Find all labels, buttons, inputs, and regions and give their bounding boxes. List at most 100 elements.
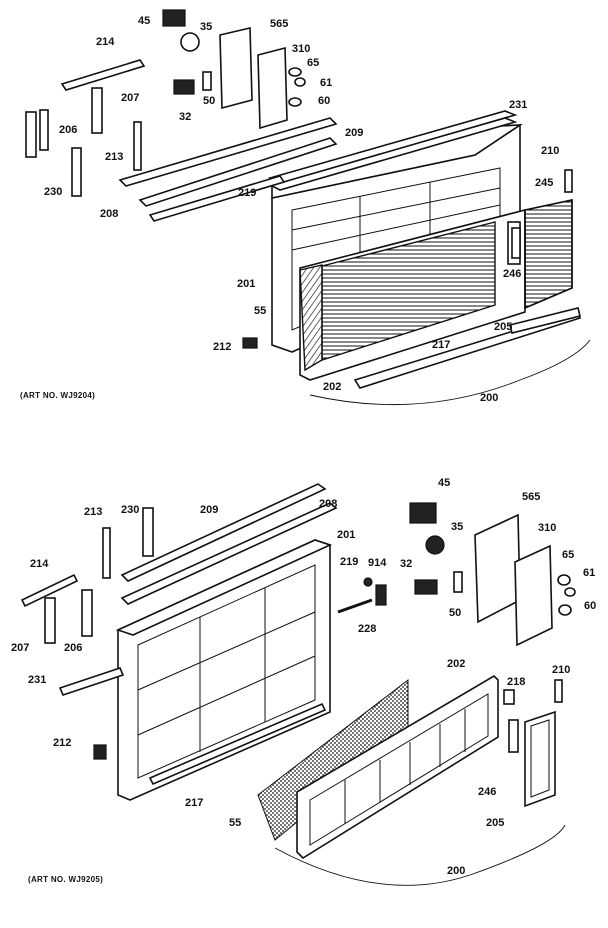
upper-callout-206: 206 bbox=[59, 124, 77, 136]
upper-front-panel-part-202 bbox=[299, 208, 526, 381]
upper-strip-part-205b bbox=[509, 307, 581, 334]
upper-knob-part-61 bbox=[294, 77, 306, 87]
lower-callout-206: 206 bbox=[64, 642, 82, 654]
upper-knob-part-60 bbox=[288, 97, 302, 107]
upper-callout-65: 65 bbox=[307, 57, 319, 69]
lower-side-grille-inner bbox=[530, 719, 550, 798]
upper-art-number: (ART NO. WJ9204) bbox=[20, 391, 95, 400]
lower-callout-208: 208 bbox=[319, 498, 337, 510]
upper-bracket-part-207 bbox=[91, 87, 103, 134]
upper-part-35 bbox=[180, 32, 200, 52]
upper-callout-213: 213 bbox=[105, 151, 123, 163]
upper-callout-210: 210 bbox=[541, 145, 559, 157]
lower-knob-part-65 bbox=[557, 574, 571, 586]
upper-knob-part-65 bbox=[288, 67, 302, 77]
lower-callout-209: 209 bbox=[200, 504, 218, 516]
upper-callout-219: 219 bbox=[238, 187, 256, 199]
lower-callout-60: 60 bbox=[584, 600, 596, 612]
upper-hinge-part-206b bbox=[39, 109, 49, 151]
upper-callout-200: 200 bbox=[480, 392, 498, 404]
lower-rod-part-228 bbox=[337, 598, 373, 614]
lower-callout-207: 207 bbox=[11, 642, 29, 654]
upper-part-50 bbox=[202, 71, 212, 91]
lower-callout-202: 202 bbox=[447, 658, 465, 670]
lower-part-219 bbox=[375, 584, 387, 606]
lower-rail-part-208 bbox=[120, 502, 338, 605]
upper-callout-207: 207 bbox=[121, 92, 139, 104]
lower-plate-part-310 bbox=[514, 544, 553, 647]
upper-callout-212: 212 bbox=[213, 341, 231, 353]
lower-part-246 bbox=[508, 719, 519, 753]
upper-callout-231: 231 bbox=[509, 99, 527, 111]
upper-callout-50: 50 bbox=[203, 95, 215, 107]
lower-callout-212: 212 bbox=[53, 737, 71, 749]
upper-callout-214: 214 bbox=[96, 36, 115, 48]
lower-callout-201: 201 bbox=[337, 529, 355, 541]
lower-exploded-view: 45 565 213 230 209 208 35 310 201 219 91… bbox=[11, 477, 596, 886]
lower-strip-part-217 bbox=[148, 702, 327, 786]
upper-group-bracket-200 bbox=[309, 339, 591, 406]
upper-plate-part-310 bbox=[257, 46, 288, 130]
lower-case-part-201 bbox=[115, 539, 333, 801]
lower-callout-246: 246 bbox=[478, 786, 496, 798]
upper-callout-208: 208 bbox=[100, 208, 118, 220]
lower-callout-35: 35 bbox=[451, 521, 463, 533]
lower-callout-50: 50 bbox=[449, 607, 461, 619]
lower-callout-65: 65 bbox=[562, 549, 574, 561]
lower-callout-210: 210 bbox=[552, 664, 570, 676]
upper-part-45 bbox=[162, 9, 186, 27]
upper-callout-209: 209 bbox=[345, 127, 363, 139]
lower-callout-205: 205 bbox=[486, 817, 504, 829]
upper-plate-part-565 bbox=[219, 26, 253, 110]
lower-callout-61: 61 bbox=[583, 567, 595, 579]
lower-plate-part-565 bbox=[474, 513, 521, 624]
upper-callout-310: 310 bbox=[292, 43, 310, 55]
upper-callout-245: 245 bbox=[535, 177, 553, 189]
lower-bracket-part-207 bbox=[44, 597, 56, 644]
lower-part-50 bbox=[453, 571, 463, 593]
lower-callout-214: 214 bbox=[30, 558, 49, 570]
lower-part-32 bbox=[414, 579, 438, 595]
lower-part-210 bbox=[554, 679, 563, 703]
upper-exploded-view: 45 35 565 214 310 65 61 207 50 60 32 231… bbox=[20, 9, 591, 406]
lower-rail-part-231 bbox=[58, 667, 125, 696]
lower-callout-230: 230 bbox=[121, 504, 139, 516]
upper-bracket-part-214 bbox=[60, 59, 146, 91]
lower-callout-45: 45 bbox=[438, 477, 450, 489]
upper-rails-group bbox=[118, 117, 338, 222]
lower-callout-217: 217 bbox=[185, 797, 203, 809]
lower-part-35 bbox=[425, 535, 445, 555]
upper-callout-217: 217 bbox=[432, 339, 450, 351]
upper-part-246 bbox=[511, 227, 521, 259]
lower-part-218 bbox=[503, 689, 515, 705]
upper-callout-35: 35 bbox=[200, 21, 212, 33]
lower-group-bracket-200 bbox=[274, 824, 566, 886]
upper-part-212 bbox=[242, 337, 258, 349]
upper-callout-201: 201 bbox=[237, 278, 255, 290]
lower-callout-218: 218 bbox=[507, 676, 525, 688]
lower-callout-565: 565 bbox=[522, 491, 540, 503]
upper-side-grille-part-205 bbox=[524, 199, 573, 310]
lower-art-number: (ART NO. WJ9205) bbox=[28, 875, 103, 884]
lower-part-212 bbox=[93, 744, 107, 760]
upper-callout-32: 32 bbox=[179, 111, 191, 123]
upper-strip-part-213 bbox=[133, 121, 142, 171]
upper-hinge-part-206 bbox=[25, 111, 37, 158]
lower-rail-part-209 bbox=[120, 483, 327, 582]
upper-callout-61: 61 bbox=[320, 77, 332, 89]
lower-part-45 bbox=[409, 502, 437, 524]
upper-part-210 bbox=[564, 169, 573, 193]
lower-hinge-part-206 bbox=[81, 589, 93, 637]
upper-callout-246: 246 bbox=[503, 268, 521, 280]
upper-callout-230: 230 bbox=[44, 186, 62, 198]
lower-callout-213: 213 bbox=[84, 506, 102, 518]
upper-part-32 bbox=[173, 79, 195, 95]
upper-strip-part-230 bbox=[71, 147, 82, 197]
lower-knob-part-60 bbox=[558, 604, 572, 616]
upper-callout-202: 202 bbox=[323, 381, 341, 393]
lower-callout-231: 231 bbox=[28, 674, 46, 686]
upper-callout-45: 45 bbox=[138, 15, 150, 27]
lower-callout-219: 219 bbox=[340, 556, 358, 568]
lower-bracket-part-214 bbox=[20, 573, 79, 608]
